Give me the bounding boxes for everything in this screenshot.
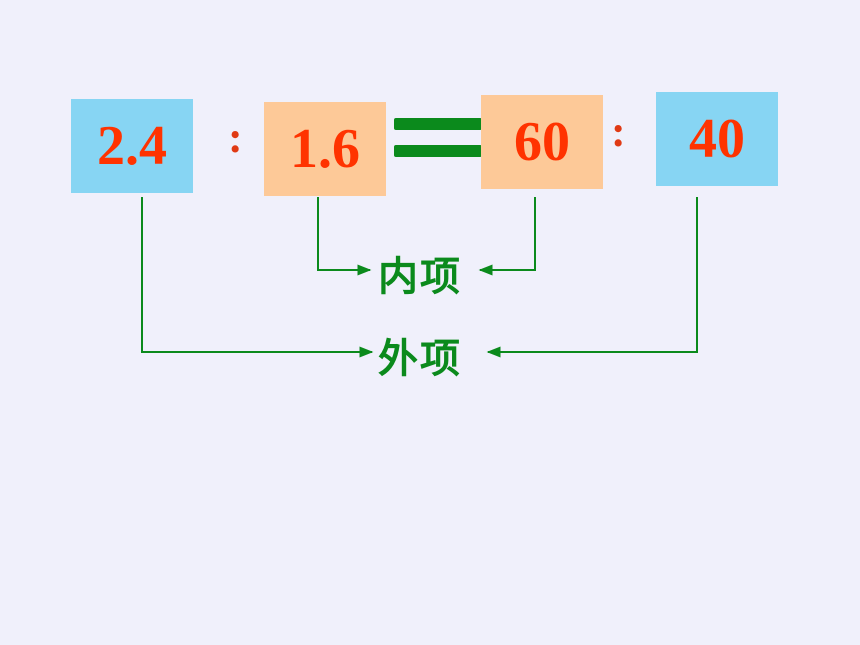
term-2-4-value: 2.4 [97,115,167,177]
inner-terms-label: 内项 [378,254,462,300]
term-60-box: 60 [481,95,603,189]
colon-left: : [228,113,243,162]
term-40-box: 40 [656,92,778,186]
inner-connector-right [478,197,536,276]
term-1-6-box: 1.6 [264,102,386,196]
colon-right: : [611,107,626,156]
equals-bar-top [394,118,482,130]
term-60-value: 60 [514,111,570,173]
inner-connector-left [317,197,372,276]
outer-terms-label: 外项 [378,336,462,382]
outer-connector-right [486,197,698,358]
term-2-4-box: 2.4 [71,99,193,193]
term-40-value: 40 [689,108,745,170]
equals-sign [394,118,482,158]
outer-connector-left [141,197,374,358]
equals-bar-bottom [394,145,482,157]
term-1-6-value: 1.6 [290,118,360,180]
